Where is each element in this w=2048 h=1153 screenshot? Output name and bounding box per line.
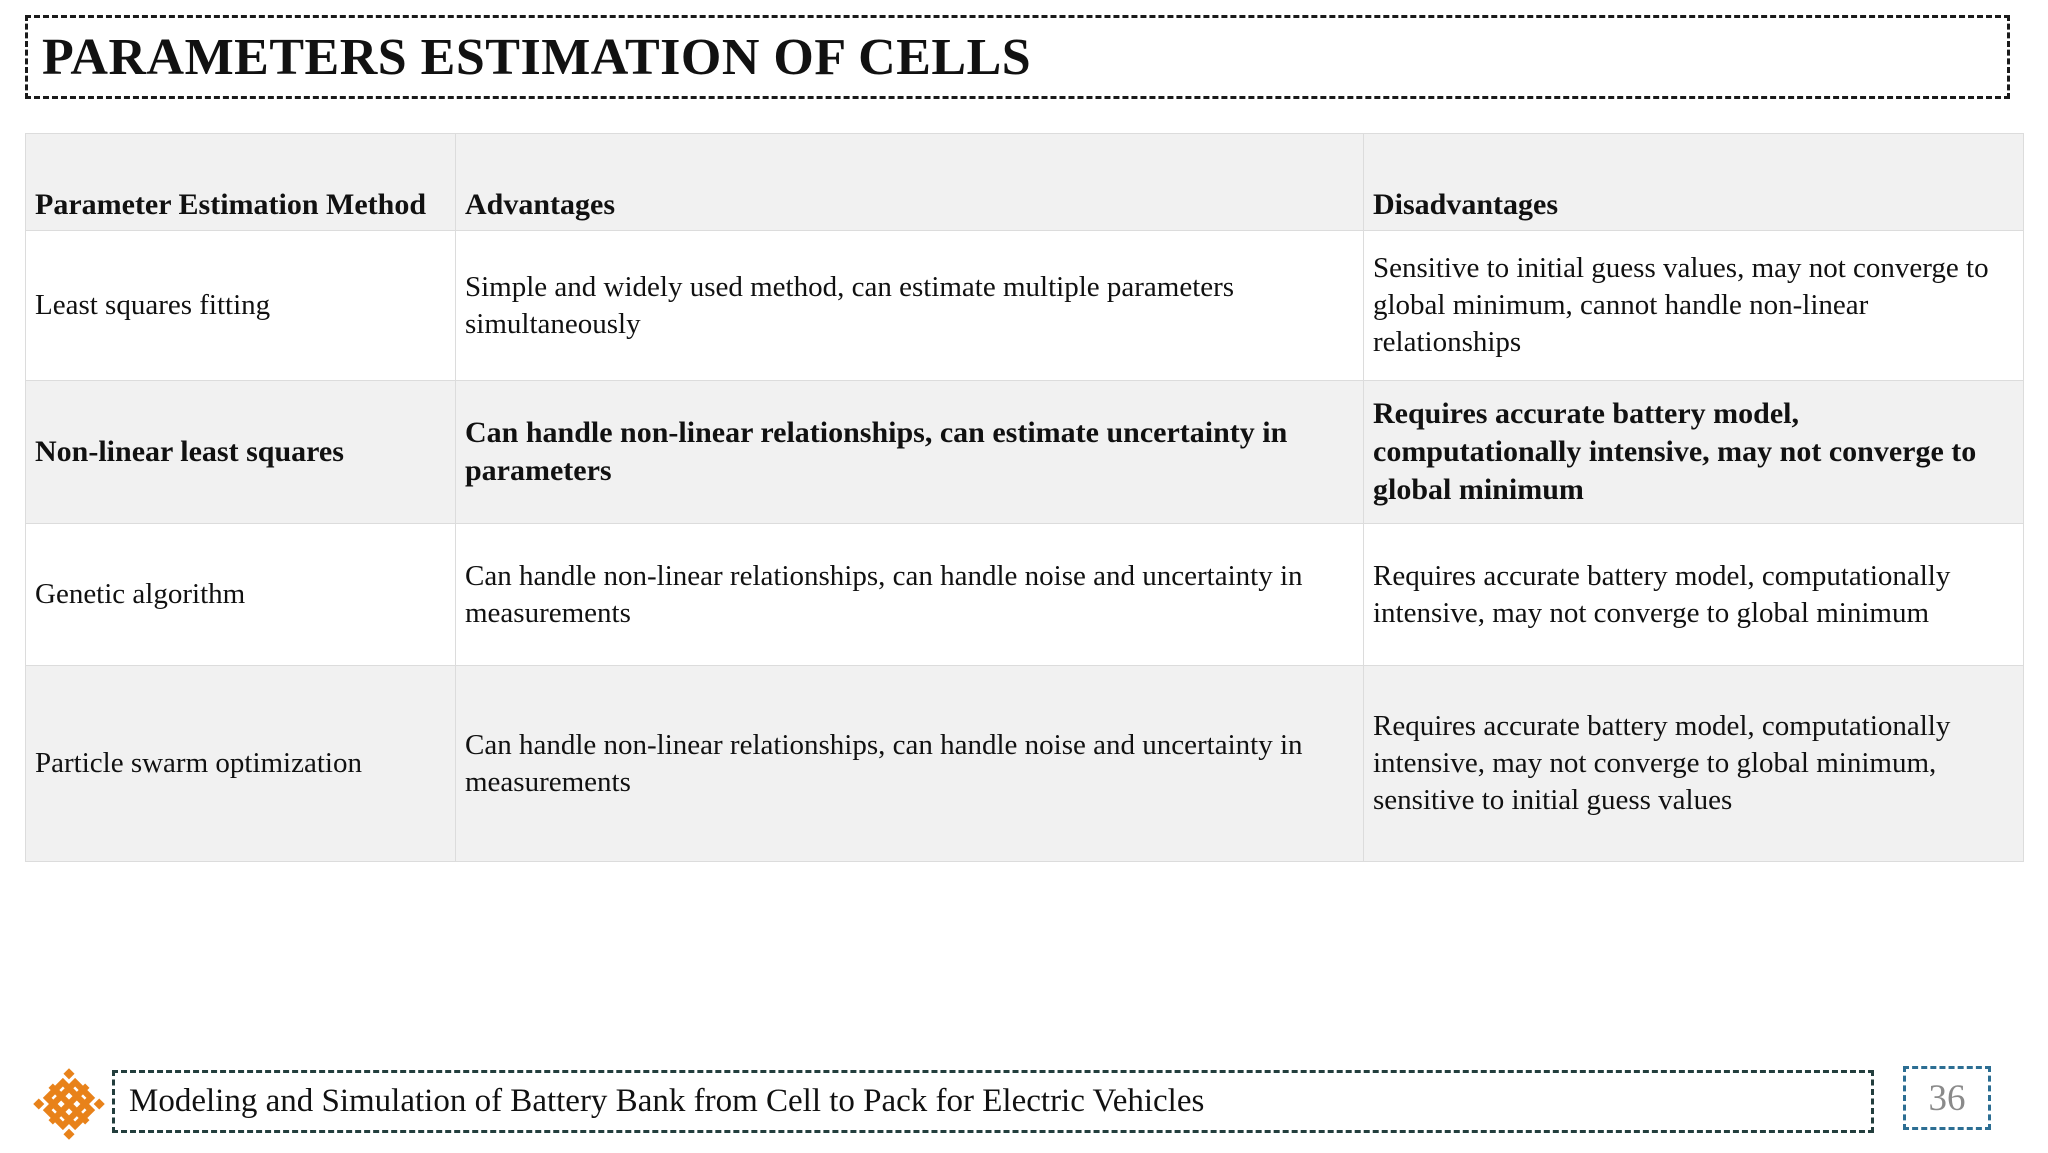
cell-disadvantages: Requires accurate battery model, computa…: [1363, 523, 2024, 666]
cell-method: Non-linear least squares: [25, 380, 456, 524]
table-row: Genetic algorithm Can handle non-linear …: [25, 523, 2024, 666]
footer-title: Modeling and Simulation of Battery Bank …: [129, 1083, 1205, 1119]
footer-title-box: Modeling and Simulation of Battery Bank …: [112, 1070, 1874, 1133]
cell-advantages: Simple and widely used method, can estim…: [455, 230, 1364, 381]
column-header-method: Parameter Estimation Method: [25, 133, 456, 231]
column-header-advantages: Advantages: [455, 133, 1364, 231]
table-header-row: Parameter Estimation Method Advantages D…: [25, 133, 2024, 231]
page-number: 36: [1928, 1077, 1966, 1119]
parameter-estimation-table: Parameter Estimation Method Advantages D…: [25, 133, 2024, 862]
cell-advantages: Can handle non-linear relationships, can…: [455, 665, 1364, 862]
methods-table-container: Parameter Estimation Method Advantages D…: [25, 133, 2024, 862]
page-number-box: 36: [1903, 1066, 1991, 1130]
table-row: Particle swarm optimization Can handle n…: [25, 665, 2024, 862]
slide-title-box: PARAMETERS ESTIMATION OF CELLS: [25, 15, 2010, 99]
endless-knot-logo-icon: [32, 1060, 106, 1148]
cell-method: Particle swarm optimization: [25, 665, 456, 862]
cell-method: Genetic algorithm: [25, 523, 456, 666]
table-row: Non-linear least squares Can handle non-…: [25, 380, 2024, 524]
column-header-disadvantages: Disadvantages: [1363, 133, 2024, 231]
cell-disadvantages: Requires accurate battery model, computa…: [1363, 665, 2024, 862]
cell-advantages: Can handle non-linear relationships, can…: [455, 380, 1364, 524]
cell-disadvantages: Sensitive to initial guess values, may n…: [1363, 230, 2024, 381]
table-row: Least squares fitting Simple and widely …: [25, 230, 2024, 381]
cell-advantages: Can handle non-linear relationships, can…: [455, 523, 1364, 666]
cell-disadvantages: Requires accurate battery model, computa…: [1363, 380, 2024, 524]
cell-method: Least squares fitting: [25, 230, 456, 381]
page-title: PARAMETERS ESTIMATION OF CELLS: [42, 28, 1032, 86]
